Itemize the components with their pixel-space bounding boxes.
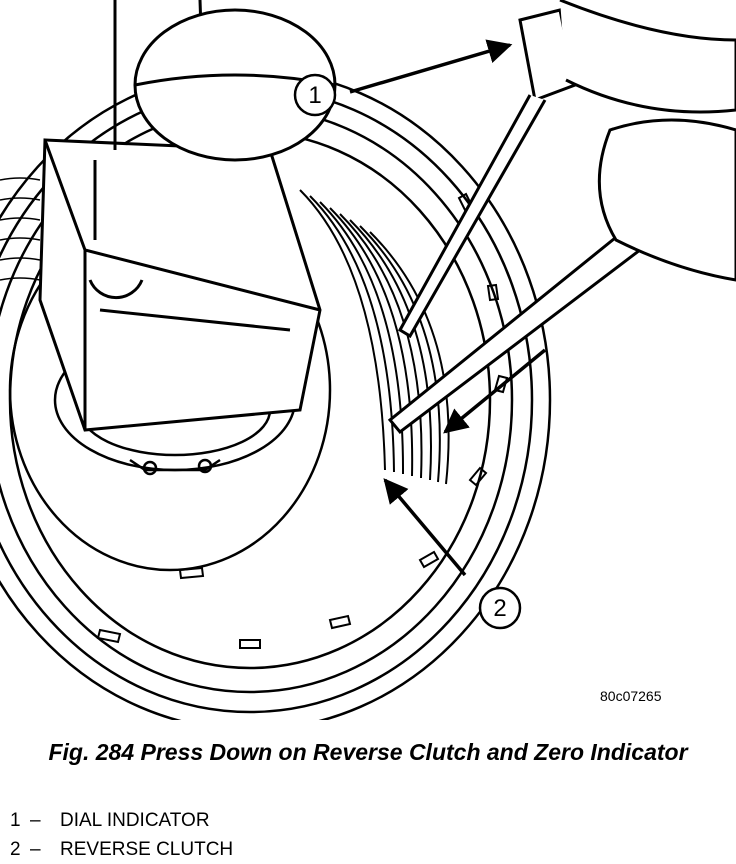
legend-dash: –	[30, 810, 41, 831]
legend-number: 1	[10, 810, 21, 831]
callout-1: 1	[293, 73, 337, 117]
wire-harness	[0, 177, 41, 281]
figure-caption: Fig. 284 Press Down on Reverse Clutch an…	[48, 739, 688, 765]
lower-screwdriver	[387, 118, 736, 435]
figure-id: 80c07265	[600, 688, 662, 704]
upper-screwdriver	[397, 0, 736, 339]
svg-text:2: 2	[493, 595, 506, 622]
legend-item: 2–REVERSE CLUTCH	[10, 835, 233, 864]
legend-number: 2	[10, 839, 21, 860]
legend-dash: –	[30, 839, 41, 860]
callout-legend: 1–DIAL INDICATOR 2–REVERSE CLUTCH	[10, 806, 233, 864]
callout-arrows	[349, 39, 547, 577]
svg-text:1: 1	[308, 82, 321, 109]
legend-label: DIAL INDICATOR	[60, 810, 210, 831]
dial-indicator	[38, 0, 337, 432]
diagram-illustration: 1 2	[0, 0, 736, 720]
legend-label: REVERSE CLUTCH	[60, 839, 234, 860]
legend-item: 1–DIAL INDICATOR	[10, 806, 233, 835]
callout-2: 2	[478, 586, 522, 630]
